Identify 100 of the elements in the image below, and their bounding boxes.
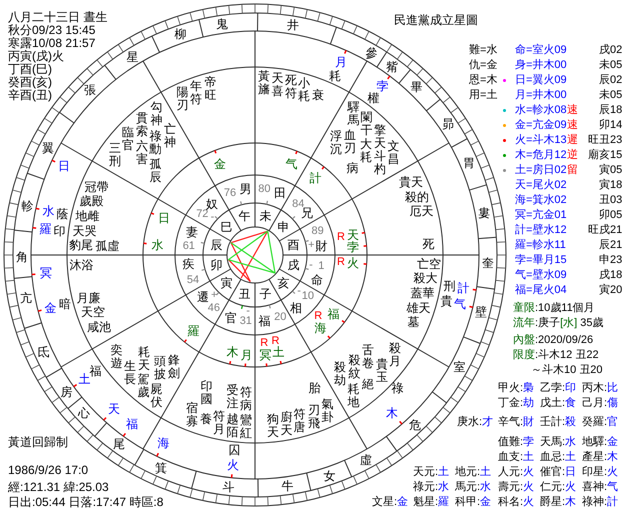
reading-text: ～斗木10 丑20 — [531, 363, 603, 377]
star-term: 注受 — [226, 384, 238, 410]
almanac-text: 血忌:土 — [540, 450, 576, 464]
almanac-text: 馬元:水 — [455, 480, 492, 494]
star-term: 貫索 — [136, 112, 148, 138]
almanac-text: 文星:金 — [372, 495, 408, 509]
planet-position-text: 气=壁水09 — [515, 268, 567, 282]
house-label: 相 — [290, 302, 302, 314]
planet-label: 火 — [347, 257, 359, 269]
planet-label: 海 — [314, 322, 327, 334]
star-term: 玉貴 — [376, 358, 388, 384]
star-role-label: 權 — [368, 92, 380, 104]
sign-degree-text: 辰18 — [599, 103, 622, 117]
mansion-label: 女 — [323, 470, 336, 482]
branch-label: 丑 — [238, 288, 251, 300]
star-term: 死 — [422, 238, 435, 251]
element-note: 仇=金 — [469, 58, 498, 72]
star-term: 墓 — [407, 316, 420, 329]
mansion-label: 房 — [60, 386, 72, 398]
star-term: 咸池 — [87, 321, 112, 334]
star-term: 歲駕 — [137, 372, 150, 399]
planet-label: 火 — [226, 458, 239, 471]
house-label: 福 — [258, 315, 270, 328]
branch-label: 子 — [259, 288, 272, 300]
mansion-label: 虛 — [360, 454, 372, 466]
mansion-label: 尾 — [113, 438, 125, 450]
branch-label: 亥 — [277, 277, 290, 290]
house-label: 奴 — [206, 198, 218, 210]
star-term: 勾神 — [150, 101, 162, 128]
star-term: 寡宿 — [186, 402, 198, 428]
header-text: 八月二十三日 晝生 — [8, 10, 108, 24]
planet-label: 海 — [157, 436, 170, 449]
planet-position-text: 金=亢金09 — [515, 118, 567, 132]
star-term: 胎 — [308, 382, 320, 395]
almanac-text: 壽元:火 — [498, 480, 534, 494]
planet-label: 天 — [108, 403, 120, 416]
almanac-text: 催官:日 — [540, 465, 576, 479]
star-term: 驛馬 — [348, 101, 360, 128]
sign-degree-text: 卯14 — [599, 118, 622, 132]
element-note: 難=水 — [469, 43, 498, 57]
footer-text: 黃道回歸制 — [8, 435, 68, 449]
mansion-label: 昴 — [442, 118, 454, 130]
planet-label: 木 — [226, 346, 238, 358]
star-term: 月殺 — [389, 342, 401, 368]
star-term: 天哭 — [72, 224, 97, 238]
star-term: 六害 — [136, 140, 148, 166]
star-term: 歲殿 — [79, 195, 104, 208]
sign-degree-text: 辰02 — [599, 73, 622, 87]
header-text: 丙寅(戌)火 — [8, 49, 64, 63]
mansion-label: 氐 — [37, 346, 50, 358]
header-text: 寒露10/08 21:57 — [8, 36, 96, 50]
star-term: 養 — [200, 413, 212, 426]
star-term: 唐符 — [294, 408, 306, 434]
mansion-label: 星 — [126, 50, 138, 63]
sign-degree-text: 戌18 — [599, 268, 622, 282]
motion-status-text: 速 — [567, 103, 578, 117]
branch-label: 辰 — [210, 238, 222, 251]
house-label: 男 — [240, 182, 252, 195]
house-label: 田 — [274, 186, 286, 199]
star-term: 伏屍 — [150, 382, 162, 409]
star-term: 天廚 — [280, 411, 292, 438]
motion-status-text: 遲 — [567, 133, 578, 147]
mansion-label: 斗 — [222, 480, 234, 492]
branch-label: 未 — [259, 210, 272, 222]
star-term: 長生 — [124, 360, 136, 386]
star-term: 絕 — [362, 378, 374, 392]
planet-label: 日 — [158, 212, 170, 224]
planet-position-text: 日=翼火09 — [515, 73, 567, 87]
planet-position-text: 冥=亢金01 — [515, 208, 567, 222]
star-term: 天狗 — [267, 413, 279, 440]
cusp-number: 80 — [258, 182, 271, 195]
cusp-number: 76 — [224, 186, 236, 199]
star-role-label: 蔭 — [56, 208, 68, 220]
mansion-label: 軫 — [21, 200, 34, 212]
almanac-text: 戊土:食 — [540, 396, 576, 410]
star-term: 遊奕 — [110, 344, 123, 370]
star-term: 孤虛 — [95, 240, 120, 252]
star-term: 飛刃 — [308, 404, 320, 430]
header-text: 丁酉(巳) — [8, 62, 52, 76]
header-text: 秋分09/23 15:45 — [8, 23, 96, 37]
almanac-text: 值難:孛 — [498, 435, 534, 449]
star-term: 年符 — [190, 80, 202, 106]
star-term: 死符 — [284, 74, 297, 100]
star-term: 天耗 — [138, 346, 150, 372]
star-term: 黃旛 — [258, 70, 270, 96]
planet-position-text: 月=井木00 — [515, 88, 567, 102]
star-term: 斗杓 — [374, 150, 386, 176]
cusp-number: 46 — [208, 302, 220, 314]
star-term: 小耗 — [298, 77, 310, 104]
star-term: 文昌 — [387, 140, 400, 166]
planet-position-text: 天=尾火02 — [515, 178, 567, 192]
house-label: 遷 — [196, 291, 209, 304]
star-term: 亡神 — [164, 123, 176, 150]
sign-degree-text: 申23 — [599, 253, 622, 267]
house-label: 妻 — [186, 226, 198, 238]
planet-position-text: 羅=軫水11 — [515, 238, 566, 252]
star-term: 闌干 — [360, 111, 373, 138]
motion-status-text: 留 — [567, 163, 578, 177]
branch-label: 戌 — [288, 259, 300, 272]
star-role-label: 刑 — [444, 280, 456, 292]
